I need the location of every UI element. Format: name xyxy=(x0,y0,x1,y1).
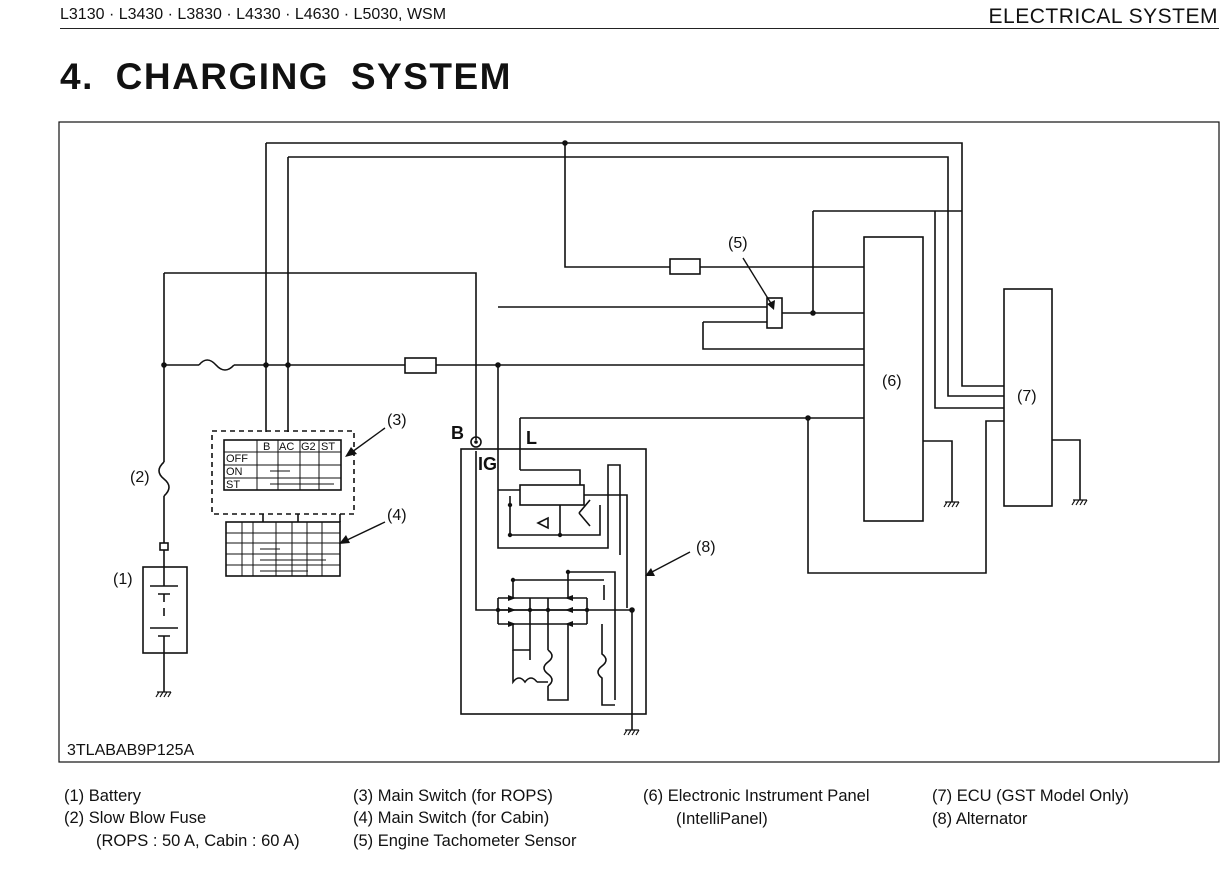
header-section: ELECTRICAL SYSTEM xyxy=(988,5,1218,28)
header-rule xyxy=(60,28,1219,29)
terminal-b-label: B xyxy=(451,423,464,443)
regulator-ic xyxy=(519,484,585,506)
callout-2: (2) xyxy=(130,469,150,486)
switch-row-off: OFF xyxy=(226,453,248,465)
legend-panel: (6) Electronic Instrument Panel xyxy=(643,787,870,805)
wire-top-2 xyxy=(288,156,1004,397)
battery-cells xyxy=(150,567,178,653)
wire-ecu-ground xyxy=(1052,439,1081,500)
terminal-l-label: L xyxy=(526,428,537,448)
tacho-sensor-box xyxy=(766,297,783,329)
regulator-loop xyxy=(497,464,621,555)
switch-col-st: ST xyxy=(321,441,335,453)
rectifier-feeds xyxy=(512,572,605,600)
callout-3: (3) xyxy=(387,412,407,429)
terminal-ig-label: IG xyxy=(478,454,497,474)
switch-col-b: B xyxy=(263,441,270,453)
callout-6: (6) xyxy=(882,373,902,390)
stator-coils xyxy=(512,624,553,687)
switch-cabin-links xyxy=(260,548,326,572)
rectifier-wiring xyxy=(513,571,616,700)
switch-col-ac: AC xyxy=(279,441,294,453)
figure-code: 3TLABAB9P125A xyxy=(67,742,195,759)
callout-leaders xyxy=(344,257,773,574)
callout-arrowheads xyxy=(339,300,775,576)
callout-4: (4) xyxy=(387,507,407,524)
junction-dots xyxy=(161,140,816,613)
wire-top-1 xyxy=(266,142,1004,387)
main-switch-cabin xyxy=(225,521,341,577)
switch-table-links xyxy=(270,470,334,485)
legend-fuse-note: (ROPS : 50 A, Cabin : 60 A) xyxy=(96,832,300,850)
main-switch-rops-frame xyxy=(211,430,355,515)
terminal-b-ring xyxy=(470,436,482,448)
legend-tacho: (5) Engine Tachometer Sensor xyxy=(353,832,577,850)
page-title: 4. CHARGING SYSTEM xyxy=(60,56,512,97)
fuse-link xyxy=(159,542,169,551)
wire-tacho-loop xyxy=(702,321,864,350)
switch-row-st: ST xyxy=(226,479,240,491)
switch-row-on: ON xyxy=(226,466,243,478)
wire-panel-ground xyxy=(923,440,953,502)
callout-8: (8) xyxy=(696,539,716,556)
ecu-box xyxy=(1003,288,1053,507)
wire-ecu-3 xyxy=(934,211,1004,409)
battery-box xyxy=(142,566,188,654)
legend-battery: (1) Battery xyxy=(64,787,142,805)
wire-tacho-panel xyxy=(782,210,962,314)
resistor-1 xyxy=(669,258,701,275)
callout-1: (1) xyxy=(113,571,133,588)
slow-blow-fuse-symbol xyxy=(158,461,170,497)
regulator-semis xyxy=(536,499,591,530)
stator-wiring xyxy=(512,624,569,701)
rectifier-diodes xyxy=(508,595,573,627)
callout-5: (5) xyxy=(728,235,748,252)
header-models: L3130 · L3430 · L3830 · L4330 · L4630 · … xyxy=(60,6,447,23)
ground-battery xyxy=(155,691,172,698)
ground-ecu xyxy=(1071,499,1088,506)
figure-frame xyxy=(58,121,1220,763)
legend-ecu: (7) ECU (GST Model Only) xyxy=(932,787,1129,805)
switch-cabin-grid xyxy=(226,522,340,576)
rotor-coil xyxy=(597,624,615,706)
switch-table-grid xyxy=(224,440,341,490)
wire-switch-drops xyxy=(265,143,289,432)
switch-cabin-leads xyxy=(262,514,341,522)
legend-panel-note: (IntelliPanel) xyxy=(676,810,768,828)
fuse-symbol-horizontal xyxy=(198,359,235,371)
wire-battery-b xyxy=(164,272,477,440)
callout-7: (7) xyxy=(1017,388,1037,405)
switch-col-g2: G2 xyxy=(301,441,316,453)
instrument-panel-box xyxy=(863,236,924,522)
legend-switch-cabin: (4) Main Switch (for Cabin) xyxy=(353,809,550,827)
ground-panel xyxy=(943,501,960,508)
wire-ecu-loop xyxy=(807,418,1004,574)
resistor-2 xyxy=(404,357,437,374)
ground-alternator xyxy=(623,729,640,736)
legend-fuse: (2) Slow Blow Fuse xyxy=(64,809,207,827)
legend-switch-rops: (3) Main Switch (for ROPS) xyxy=(353,787,553,805)
regulator-internal xyxy=(509,496,601,536)
regulator-wiring xyxy=(498,469,628,608)
wire-l-line xyxy=(519,417,864,470)
wire-tacho-feed xyxy=(564,143,864,268)
legend-alternator: (8) Alternator xyxy=(932,810,1028,828)
alternator-box xyxy=(460,448,647,715)
